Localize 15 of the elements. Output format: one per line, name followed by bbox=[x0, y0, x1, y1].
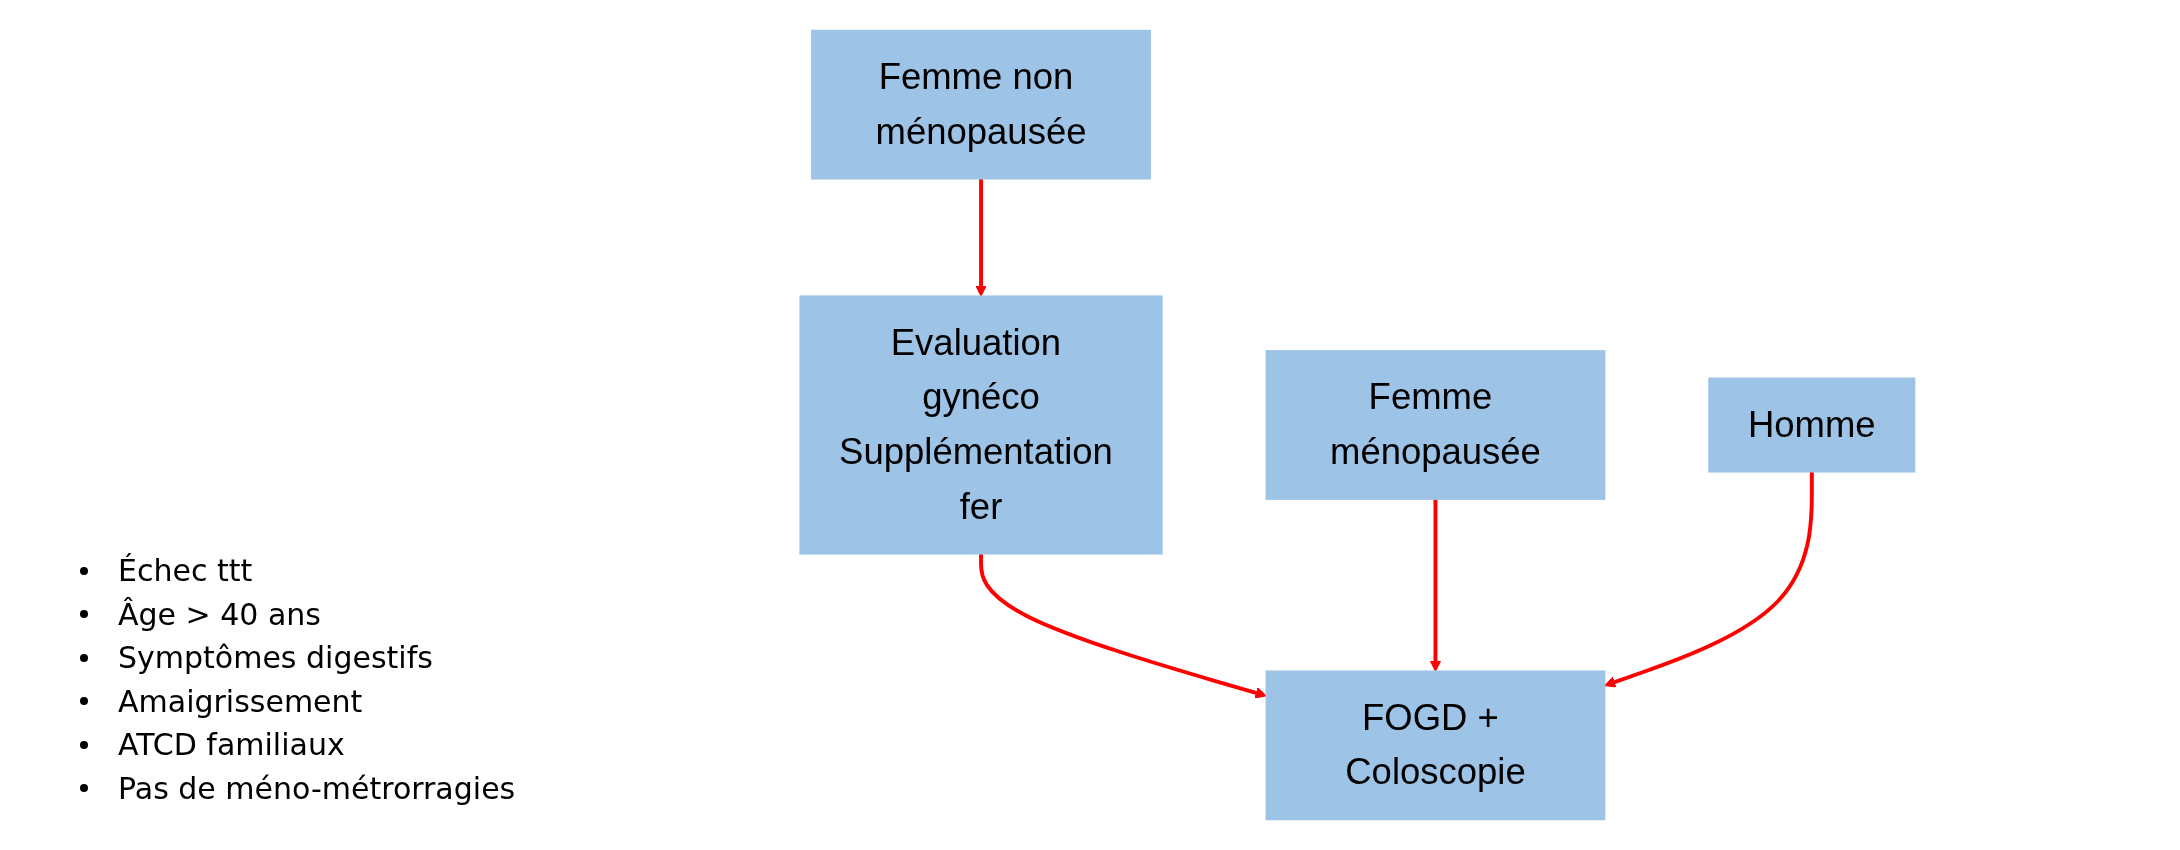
arrow bbox=[1604, 471, 1814, 688]
node-box: FOGD + Coloscopie bbox=[1265, 670, 1606, 821]
node-box: Evaluation gynéco Supplémentation fer bbox=[799, 295, 1163, 555]
list-item-text: ATCD familiaux bbox=[118, 726, 345, 764]
list-item-text: Âge > 40 ans bbox=[118, 595, 321, 634]
node-box: Femme ménopausée bbox=[1265, 350, 1606, 500]
list-item-text: Échec ttt bbox=[118, 552, 253, 590]
list-item-text: Pas de méno-métrorragies bbox=[118, 769, 516, 808]
arrow bbox=[1429, 499, 1442, 672]
node-box: Homme bbox=[1708, 377, 1916, 473]
list-item-text: Symptômes digestifs bbox=[118, 639, 433, 677]
arrow bbox=[975, 178, 987, 297]
node-box: Femme non ménopausée bbox=[811, 29, 1152, 180]
list-item-text: Amaigrissement bbox=[118, 682, 363, 721]
arrow bbox=[979, 553, 1267, 699]
